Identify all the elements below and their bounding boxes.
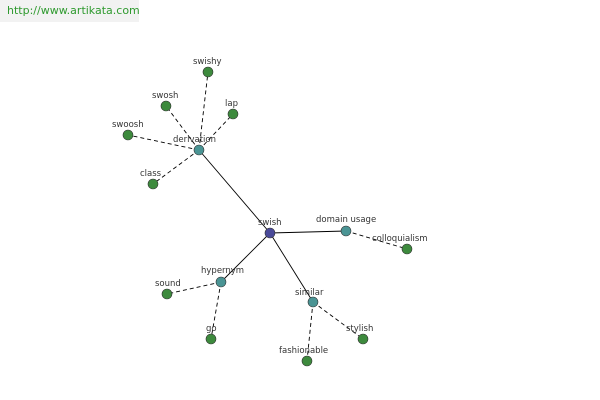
graph-labels: swish derivation domain usage hypernym simil… [112,57,428,356]
relation-label-hypernym: hypernym [201,266,244,276]
edge-derivation-swosh [165,105,200,151]
leaf-label-swoosh: swoosh [112,120,144,130]
leaf-label-colloquialism: colloquialism [372,234,428,244]
relation-node-derivation[interactable] [193,144,205,156]
leaf-node-swoosh[interactable] [122,129,134,141]
relation-node-similar[interactable] [307,296,319,308]
leaf-label-go: go [206,324,217,334]
edge-hypernym-sound [166,281,222,295]
site-watermark: http://www.artikata.com [0,0,140,22]
leaf-label-stylish: stylish [346,324,373,334]
leaf-node-class[interactable] [147,178,159,190]
relation-label-domain-usage: domain usage [316,215,376,225]
leaf-label-sound: sound [155,279,181,289]
leaf-node-lap[interactable] [227,108,239,120]
center-label-swish: swish [258,218,282,228]
edge-similar-fashionable [306,301,314,362]
leaf-node-swosh[interactable] [160,100,172,112]
edge-swish-hypernym [220,232,271,283]
leaf-node-sound[interactable] [161,288,173,300]
edge-swish-derivation [198,149,271,234]
edge-derivation-class [152,149,200,185]
graph-nodes [122,66,413,367]
edge-derivation-swishy [198,71,209,151]
edge-derivation-swoosh [127,134,200,151]
leaf-label-fashionable: fashionable [279,346,328,356]
edge-similar-stylish [312,301,364,340]
leaf-node-colloquialism[interactable] [401,243,413,255]
leaf-label-class: class [140,169,162,179]
relation-label-derivation: derivation [173,135,216,145]
graph-edges [127,71,408,362]
center-node-swish[interactable] [264,227,276,239]
leaf-label-swosh: swosh [152,91,178,101]
leaf-node-fashionable[interactable] [301,355,313,367]
leaf-label-swishy: swishy [193,57,222,67]
leaf-node-stylish[interactable] [357,333,369,345]
edge-derivation-lap [198,113,234,151]
edge-swish-domain-usage [269,230,347,234]
leaf-label-lap: lap [225,99,238,109]
relation-node-domain-usage[interactable] [340,225,352,237]
relation-label-similar: similar [295,288,324,298]
leaf-node-go[interactable] [205,333,217,345]
edge-domain-usage-colloquialism [345,230,408,250]
relation-node-hypernym[interactable] [215,276,227,288]
edge-hypernym-go [210,281,222,340]
edge-swish-similar [269,232,314,303]
leaf-node-swishy[interactable] [202,66,214,78]
